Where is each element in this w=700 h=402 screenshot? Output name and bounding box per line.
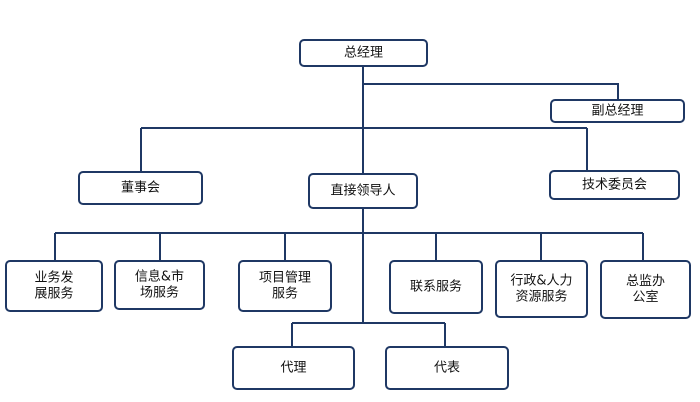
node-deputy-gm-box [550, 99, 685, 123]
node-business-dev-label-line-1: 业务发 [34, 270, 73, 286]
node-board-box [78, 171, 203, 205]
node-representative: 代表 [385, 346, 509, 390]
node-direct-leader-label-line-1: 直接领导人 [330, 183, 395, 199]
node-project-mgmt-label-line-2: 服务 [272, 286, 298, 302]
node-deputy-gm-label-line-1: 副总经理 [591, 104, 643, 119]
node-gm-office-box [600, 260, 691, 319]
node-tech-committee-label-line-1: 技术委员会 [582, 178, 647, 193]
connector-deputy [363, 83, 619, 100]
node-agency-label-line-1: 代理 [280, 361, 306, 376]
node-project-mgmt-box [238, 260, 332, 312]
node-board: 董事会 [78, 171, 203, 205]
node-tech-committee: 技术委员会 [549, 170, 680, 200]
node-representative-box [385, 346, 509, 390]
connector-lines [54, 66, 644, 347]
node-deputy-gm: 副总经理 [550, 99, 685, 123]
node-liaison-label-line-1: 联系服务 [410, 279, 462, 295]
node-project-mgmt-label-line-1: 项目管理 [259, 271, 311, 286]
node-business-dev-box [5, 260, 103, 312]
node-gm-office-label-line-1: 总监办 [626, 274, 665, 289]
node-liaison-box [389, 260, 483, 314]
node-admin-hr-label-line-2: 资源服务 [515, 289, 567, 305]
node-tech-committee-box [549, 170, 680, 200]
node-agency-box [232, 346, 355, 390]
node-info-market-box [114, 260, 205, 310]
node-general-manager-label-line-1: 总经理 [344, 46, 383, 61]
node-representative-label-line-1: 代表 [434, 361, 460, 376]
node-general-manager-box [299, 39, 428, 67]
node-info-market-label-line-2: 场服务 [140, 285, 179, 301]
node-admin-hr-label-line-1: 行政&人力 [510, 274, 572, 289]
node-gm-office-label-line-2: 公室 [632, 289, 658, 305]
node-direct-leader: 直接领导人 [308, 173, 418, 209]
node-agency: 代理 [232, 346, 355, 390]
node-general-manager: 总经理 [299, 39, 428, 67]
node-info-market-label-line-1: 信息&市 [135, 269, 184, 285]
node-liaison: 联系服务 [389, 260, 483, 314]
node-admin-hr-box [495, 260, 588, 318]
node-direct-leader-box [308, 173, 418, 209]
node-board-label-line-1: 董事会 [121, 181, 160, 196]
node-business-dev-label-line-2: 展服务 [34, 286, 73, 302]
